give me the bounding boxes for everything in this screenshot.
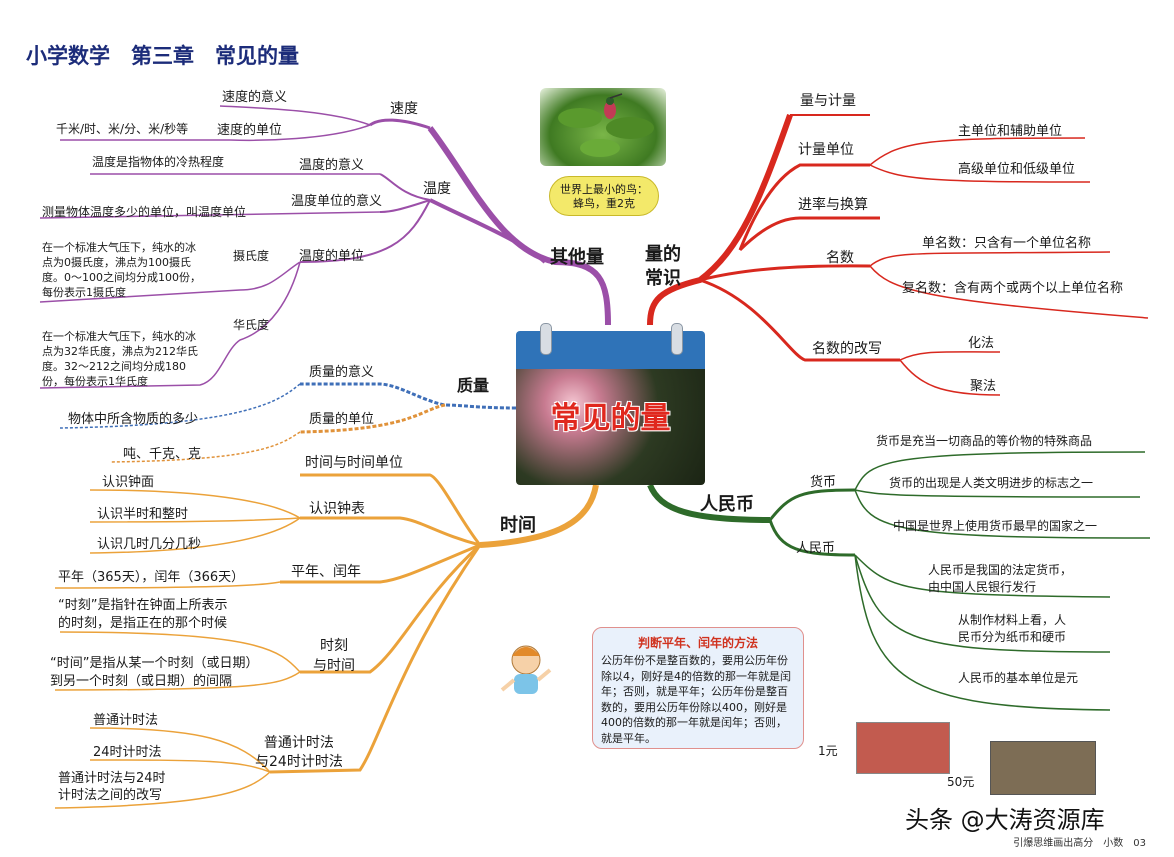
mass-unit-desc: 吨、千克、克 <box>123 447 202 462</box>
rmb-2: 从制作材料上看，人 民币分为纸币和硬币 <box>958 613 1067 644</box>
temperature-unit-meaning: 温度单位的意义 <box>291 194 383 209</box>
year-desc: 平年（365天），闰年（366天） <box>58 570 245 585</box>
celsius-desc: 在一个标准大气压下，纯水的冰点为0摄氏度，沸点为100摄氏度。0～100之间均分… <box>42 241 201 299</box>
fahrenheit-desc: 在一个标准大气压下，纯水的冰点为32华氏度，沸点为212华氏度。32～212之间… <box>42 330 198 388</box>
center-label: 常见的量 <box>550 401 671 436</box>
system-3: 普通计时法与24时 计时法之间的改写 <box>58 771 166 803</box>
temperature-unit-meaning-desc: 测量物体温度多少的单位，叫温度单位 <box>42 205 247 219</box>
leap-year-box: 判断平年、闰年的方法 公历年份不是整百数的，要用公历年份除以4，刚好是4的倍数的… <box>592 627 804 749</box>
rmb-3: 人民币的基本单位是元 <box>958 671 1079 685</box>
moment-label: 时刻 与时间 <box>313 638 355 674</box>
common-sense-label: 量的 常识 <box>645 244 681 289</box>
currency-2: 货币的出现是人类文明进步的标志之一 <box>889 476 1094 490</box>
year-label: 平年、闰年 <box>291 564 361 580</box>
girl-illustration <box>496 640 554 702</box>
clock-1: 认识钟面 <box>102 475 155 490</box>
calendar-ring-icon <box>540 323 552 355</box>
mass-meaning: 质量的意义 <box>309 365 375 380</box>
fifty-yuan-label: 50元 <box>947 775 975 789</box>
clock-3: 认识几时几分几秒 <box>97 537 202 552</box>
center-node: 常见的量 <box>516 323 705 485</box>
temperature-meaning: 温度的意义 <box>299 158 365 173</box>
temperature-label: 温度 <box>423 181 451 197</box>
units-high: 高级单位和低级单位 <box>958 162 1076 177</box>
rewrite-hua: 化法 <box>968 336 995 351</box>
green-branch <box>647 451 1151 711</box>
bird-caption: 世界上最小的鸟： 蜂鸟，重2克 <box>549 176 659 216</box>
leap-year-text: 公历年份不是整百数的，要用公历年份除以4，刚好是4的倍数的那一年就是闰年；否则，… <box>601 654 791 745</box>
watermark: 头条 @大涛资源库 <box>905 806 1105 834</box>
speed-unit: 速度的单位 <box>217 123 283 138</box>
other-quantities-label: 其他量 <box>550 247 604 268</box>
rewrite-ju: 聚法 <box>970 379 997 394</box>
named-single: 单名数：只含有一个单位名称 <box>922 236 1092 251</box>
named-compound: 复名数：含有两个或两个以上单位名称 <box>902 281 1124 296</box>
time-unit-label: 时间与时间单位 <box>305 455 403 471</box>
calendar-ring-icon <box>671 323 683 355</box>
fahrenheit-label: 华氏度 <box>233 318 270 332</box>
rmb-1: 人民币是我国的法定货币， 由中国人民银行发行 <box>928 563 1073 594</box>
girl-icon <box>500 645 552 694</box>
speed-unit-examples: 千米/时、米/分、米/秒等 <box>56 122 189 136</box>
speed-meaning: 速度的意义 <box>222 90 288 105</box>
speed-label: 速度 <box>390 101 418 117</box>
conversion-label: 进率与换算 <box>798 197 868 213</box>
currency-1: 货币是充当一切商品的等价物的特殊商品 <box>876 434 1093 448</box>
system-1: 普通计时法 <box>93 713 159 728</box>
orange-branch <box>54 473 599 809</box>
page-footer: 引爆思维画出高分 小数 03 <box>1013 838 1146 849</box>
mass-meaning-desc: 物体中所含物质的多少 <box>68 412 199 427</box>
moment-desc: “时刻”是指针在钟面上所表示 的时刻，是指正在的那个时候 <box>58 598 228 631</box>
fifty-yuan-note-image <box>990 741 1096 795</box>
temperature-meaning-desc: 温度是指物体的冷热程度 <box>92 155 225 169</box>
leap-year-title: 判断平年、闰年的方法 <box>637 636 758 650</box>
purple-branch <box>39 105 611 389</box>
hummingbird-image <box>540 88 666 166</box>
clock-2: 认识半时和整时 <box>97 507 189 522</box>
rewrite-label: 名数的改写 <box>812 341 882 357</box>
blossom-photo <box>516 369 705 485</box>
red-branch <box>647 114 1149 396</box>
one-yuan-note-image <box>856 722 950 774</box>
named-number-label: 名数 <box>826 250 854 266</box>
celsius-label: 摄氏度 <box>233 249 270 263</box>
currency-3: 中国是世界上使用货币最早的国家之一 <box>893 519 1098 533</box>
measure-label: 量与计量 <box>800 93 856 109</box>
time-label: 时间 <box>500 515 536 536</box>
currency-label: 货币 <box>810 475 837 490</box>
page-title: 小学数学 第三章 常见的量 <box>26 44 299 68</box>
rmb-sub-label: 人民币 <box>796 541 836 556</box>
system-2: 24时计时法 <box>93 745 162 760</box>
duration-desc: “时间”是指从某一个时刻（或日期） 到另一个时刻（或日期）的间隔 <box>50 656 259 689</box>
units-label: 计量单位 <box>798 142 854 158</box>
clock-label: 认识钟表 <box>309 501 365 517</box>
hummingbird-icon <box>558 93 654 157</box>
units-main: 主单位和辅助单位 <box>958 124 1063 139</box>
one-yuan-label: 1元 <box>818 744 838 758</box>
mass-branch <box>59 382 517 463</box>
mass-unit: 质量的单位 <box>309 412 375 427</box>
temperature-units: 温度的单位 <box>299 249 365 264</box>
rmb-label: 人民币 <box>700 494 754 515</box>
system-label: 普通计时法 与24时计时法 <box>255 735 343 770</box>
mass-label: 质量 <box>457 376 490 395</box>
